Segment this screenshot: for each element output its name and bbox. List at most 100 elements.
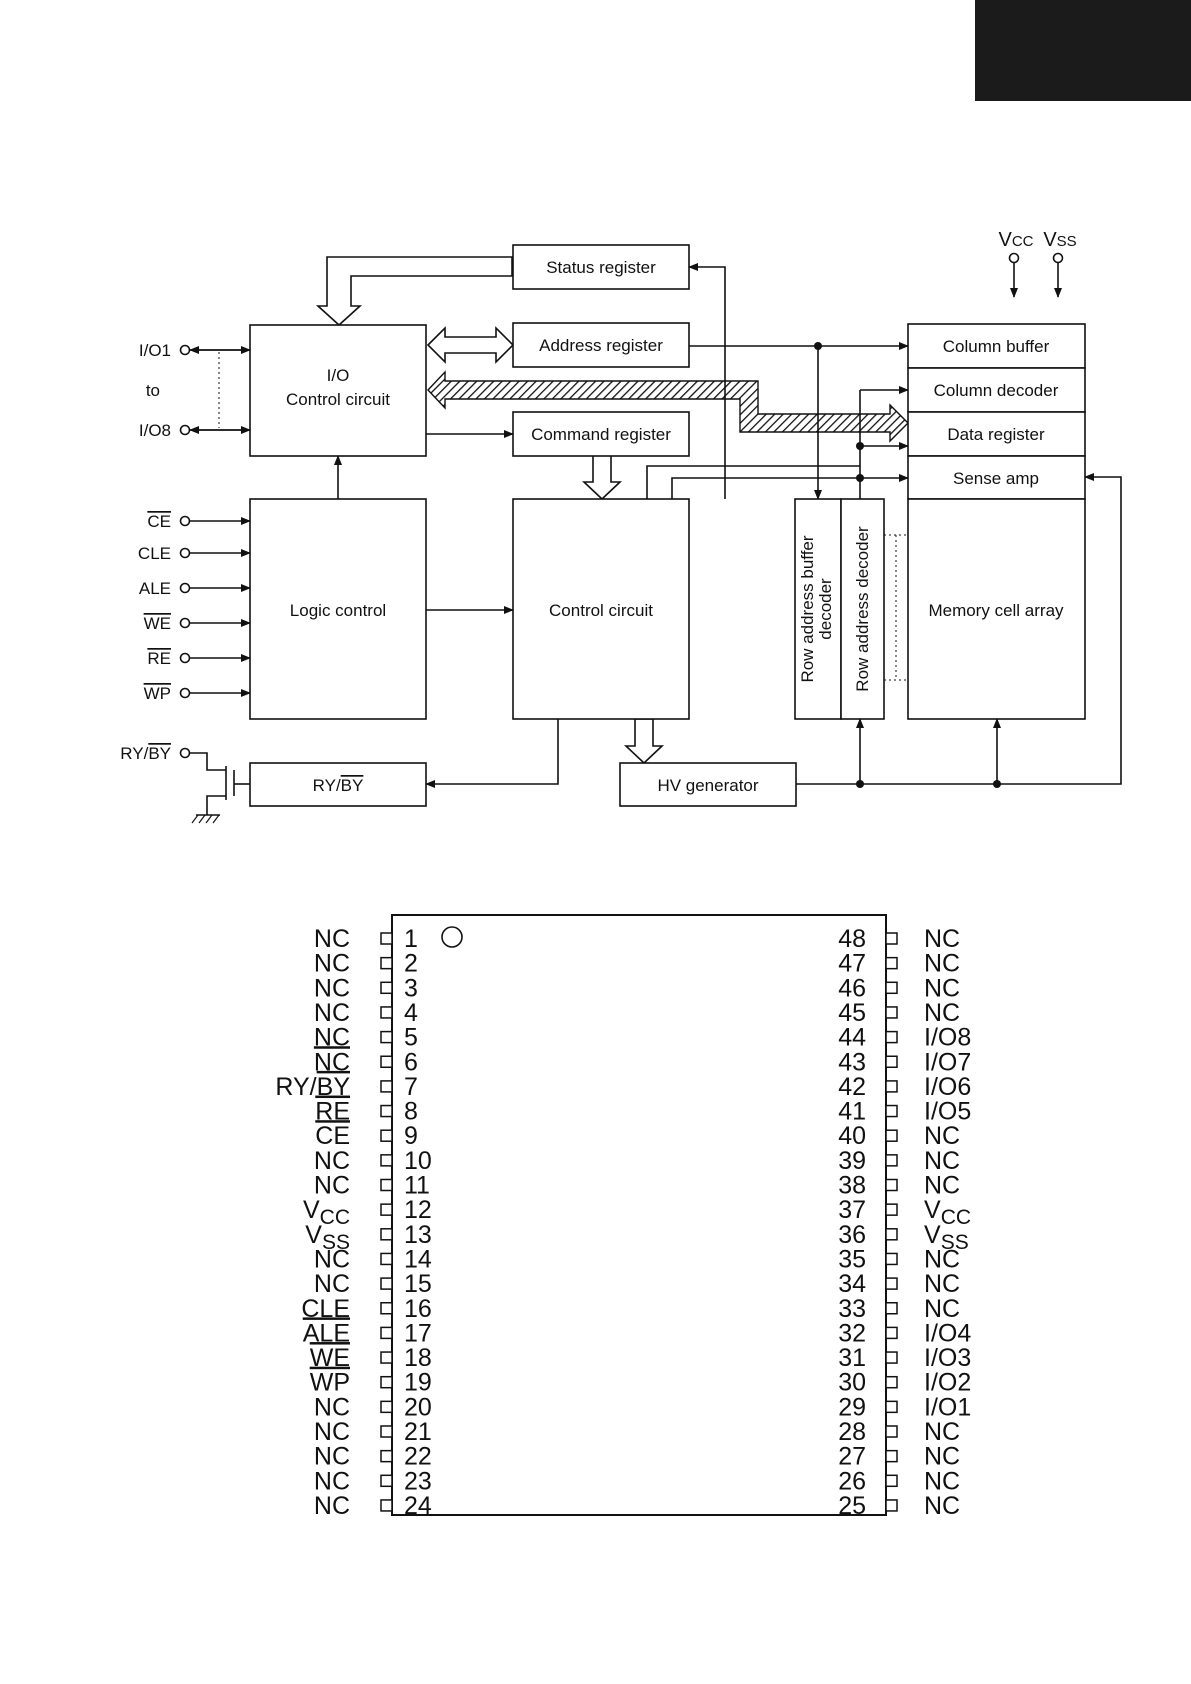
pin-number: 36	[838, 1221, 866, 1249]
pin-number: 39	[838, 1147, 866, 1175]
ground-hatch-2	[198, 814, 206, 824]
pin-label: NC	[924, 1492, 960, 1520]
pin-label: NC	[924, 1172, 960, 1200]
hv-generator-label: HV generator	[657, 776, 758, 795]
pin-pad	[380, 1400, 393, 1414]
column-buffer-box	[907, 323, 1086, 369]
status-register-label: Status register	[546, 258, 656, 277]
re-label: RE	[147, 649, 171, 668]
pin-pad	[380, 1178, 393, 1192]
cle-label: CLE	[138, 544, 171, 563]
row-address-buffer-label-1: Row address buffer	[798, 535, 817, 682]
pin-label: NC	[314, 974, 350, 1002]
pin-label: NC	[924, 974, 960, 1002]
pin-pad	[885, 1203, 898, 1216]
vcc-label: VCC	[998, 229, 1033, 251]
data-register-label: Data register	[947, 425, 1045, 444]
pin-pad	[885, 1277, 898, 1290]
pin-label: NC	[924, 1443, 960, 1471]
pin-number: 23	[404, 1467, 432, 1495]
pin-number: 15	[404, 1270, 432, 1298]
pin-number: 5	[404, 1024, 418, 1052]
vss-pin	[1052, 252, 1064, 264]
pin-pad	[380, 1351, 393, 1364]
ce-pin	[179, 515, 191, 527]
pin-label: CE	[315, 1122, 350, 1150]
pin-pad	[380, 1055, 393, 1068]
pin-number: 20	[404, 1393, 432, 1421]
pin-label: NC	[924, 999, 960, 1027]
pin-label: VSS	[305, 1221, 350, 1254]
pin-number: 12	[404, 1196, 432, 1224]
junction-dot	[856, 474, 864, 482]
column-decoder-label: Column decoder	[934, 381, 1059, 400]
row-address-decoder-label: Row address decoder	[853, 526, 872, 692]
pin-label: NC	[314, 1024, 350, 1052]
pin-number: 32	[838, 1319, 866, 1347]
pin-label: I/O1	[924, 1393, 971, 1421]
pin-label: NC	[924, 1245, 960, 1273]
pin-label: NC	[314, 925, 350, 953]
hollow-arrow-command-to-control	[581, 454, 623, 501]
ry-by-block-label: RY/BY	[313, 776, 364, 795]
pin-label: VSS	[924, 1221, 969, 1254]
pin-label: I/O5	[924, 1098, 971, 1126]
pin-number: 31	[838, 1344, 866, 1372]
control-to-sense-line-a	[646, 465, 860, 499]
pin-label: WP	[310, 1369, 350, 1397]
pin-pad	[885, 1400, 898, 1414]
ale-pin	[179, 582, 191, 594]
memory-cell-array-box	[907, 498, 1086, 720]
pin-number: 17	[404, 1319, 432, 1347]
pin-pad	[885, 1080, 898, 1093]
pin-label: NC	[924, 1147, 960, 1175]
io-control-label-2: Control circuit	[286, 390, 390, 409]
pin-pad	[885, 1006, 898, 1019]
pin-number: 44	[838, 1024, 866, 1052]
sense-amp-label: Sense amp	[953, 469, 1039, 488]
pin-label: NC	[924, 1122, 960, 1150]
pin-pad	[885, 981, 898, 995]
junction-dot	[814, 342, 822, 350]
junction-dot	[856, 442, 864, 450]
pin-label: RY/BY	[275, 1073, 350, 1101]
pin-pad	[380, 1006, 393, 1019]
pin-label: ALE	[303, 1319, 350, 1347]
pin-pad	[885, 956, 898, 970]
pin1-marker	[441, 926, 463, 948]
pin-number: 48	[838, 925, 866, 953]
pin-label: NC	[314, 1418, 350, 1446]
pin-label: I/O3	[924, 1344, 971, 1372]
pin-number: 34	[838, 1270, 866, 1298]
wp-pin	[179, 687, 191, 699]
pin-pad	[885, 1129, 898, 1142]
pin-pad	[885, 1178, 898, 1192]
pin-number: 27	[838, 1443, 866, 1471]
ground-hatch-1	[191, 814, 199, 824]
junction-dot	[856, 780, 864, 788]
pin-label: I/O2	[924, 1369, 971, 1397]
ryby-label: RY/BY	[120, 744, 171, 763]
pin-label: NC	[924, 1418, 960, 1446]
pin-pad	[380, 1375, 393, 1389]
pin-label: NC	[924, 1467, 960, 1495]
pin-number: 16	[404, 1295, 432, 1323]
pin-number: 46	[838, 974, 866, 1002]
re-pin	[179, 652, 191, 664]
column-decoder-box	[907, 367, 1086, 413]
hollow-arrow-status-to-io	[315, 256, 513, 327]
pin-label: NC	[314, 1048, 350, 1076]
ground-hatch-4	[212, 814, 220, 824]
row-address-buffer-label-2: decoder	[816, 578, 835, 640]
hv-to-sense-line	[796, 473, 1122, 785]
pin-number: 8	[404, 1098, 418, 1126]
row-address-decoder-box	[840, 498, 885, 720]
memory-cell-array-label: Memory cell array	[928, 601, 1064, 620]
pin-pad	[380, 932, 393, 945]
pin-pad	[885, 1499, 898, 1512]
pin-label: NC	[314, 1467, 350, 1495]
pin-pad	[380, 1252, 393, 1266]
left-pin-column: 1NC2NC3NC4NC5NC6NC7RY/BY8RE9CE10NC11NC12…	[275, 925, 431, 1520]
